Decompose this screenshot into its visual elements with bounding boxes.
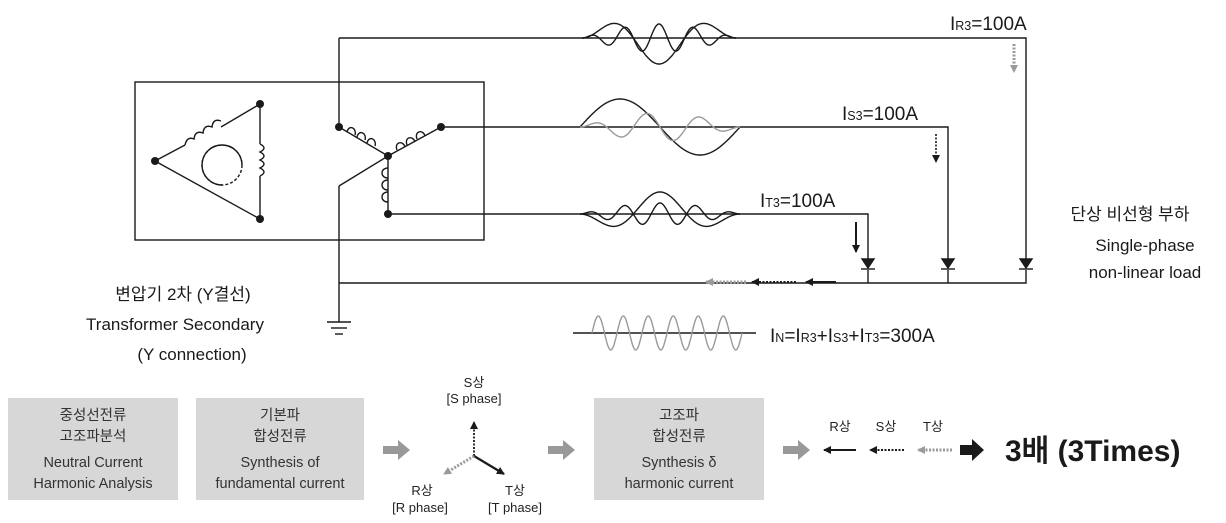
load-label-ko: 단상 비선형 부하 (1071, 205, 1190, 224)
in-label-part: =I (784, 326, 800, 347)
box3-line3: Synthesis δ (642, 455, 717, 471)
box2-line1: 기본파 (260, 407, 300, 424)
box2-line3: Synthesis of (241, 455, 321, 471)
legend-s-label: S상 (876, 419, 897, 434)
result-arrow (960, 439, 984, 461)
box3-line4: harmonic current (625, 476, 734, 492)
phasor-s-label: S상 (464, 375, 485, 390)
box2-line4: fundamental current (216, 476, 345, 492)
result-label: 3배 (3Times) (1005, 435, 1180, 468)
in-label: IN=IR3+IS3+IT3=300A (770, 326, 935, 347)
box3-line1: 고조파 (659, 407, 699, 424)
flow-arrow-1 (383, 440, 410, 460)
box1-line3: Neutral Current (43, 455, 142, 471)
transformer-label-en2: (Y connection) (137, 345, 246, 364)
r-phase-waves (582, 22, 736, 65)
wye-neutral-node (384, 152, 392, 160)
legend-t-label: T상 (923, 419, 943, 434)
phasor-s-sub: [S phase] (447, 391, 502, 406)
t-phase-waves (580, 191, 740, 228)
it3-label: IT3=100A (760, 191, 836, 212)
delta-node-left (151, 157, 159, 165)
phasor-r-sub: [R phase] (392, 500, 448, 515)
legend-r-label: R상 (829, 419, 850, 434)
ground-symbol (327, 318, 351, 335)
load-label-en1: Single-phase (1095, 236, 1194, 255)
s-phase-waves (579, 98, 741, 156)
flow-arrow-2 (548, 440, 575, 460)
phase-legend: R상 S상 T상 (823, 419, 952, 454)
in-label-part: R3 (801, 331, 817, 345)
in-label-part: +I (817, 326, 833, 347)
flow-box-harmonic: 고조파 합성전류 Synthesis δ harmonic current (594, 398, 764, 500)
neutral-wave (573, 315, 756, 351)
phasor-r-label: R상 (411, 483, 432, 498)
phasor-t-label: T상 (505, 483, 525, 498)
r-phase-line (339, 37, 1027, 263)
is3-label: IS3=100A (842, 104, 918, 125)
box3-line2: 합성전류 (652, 428, 705, 445)
box1-line2: 고조파분석 (60, 428, 127, 445)
load-symbols (860, 258, 1034, 270)
transformer-label-ko: 변압기 2차 (Y결선) (115, 285, 250, 304)
ir3-label: IR3=100A (950, 14, 1027, 35)
flow-box-fundamental: 기본파 합성전류 Synthesis of fundamental curren… (196, 398, 364, 500)
neutral-line (339, 270, 1027, 284)
phasor-diagram: S상 [S phase] R상 [R phase] T상 [T phase] (392, 375, 542, 515)
wye-node-r (335, 123, 343, 131)
transformer-label-en1: Transformer Secondary (86, 315, 264, 334)
phase-conductors (339, 37, 1027, 284)
load-label-en2: non-linear load (1089, 263, 1201, 282)
box2-line2: 합성전류 (253, 428, 306, 445)
transformer-box (134, 38, 485, 318)
flow-box-neutral: 중성선전류 고조파분석 Neutral Current Harmonic Ana… (8, 398, 178, 500)
box1-line4: Harmonic Analysis (33, 476, 152, 492)
in-label-part: +I (848, 326, 864, 347)
t-phase-line (388, 213, 869, 263)
delta-winding (154, 103, 265, 220)
wye-winding (338, 38, 442, 318)
in-label-part: T3 (865, 331, 880, 345)
box1-line1: 중성선전류 (60, 407, 127, 424)
in-label-part: N (775, 331, 784, 345)
phasor-t-sub: [T phase] (488, 500, 542, 515)
in-label-part: S3 (833, 331, 848, 345)
current-arrows (705, 44, 1018, 286)
delta-node-bottom (256, 215, 264, 223)
s-phase-line (441, 126, 949, 263)
in-label-part: =300A (879, 326, 935, 347)
in-label-part: I (770, 326, 775, 347)
flow-arrow-3 (783, 440, 810, 460)
delta-node-top (256, 100, 264, 108)
